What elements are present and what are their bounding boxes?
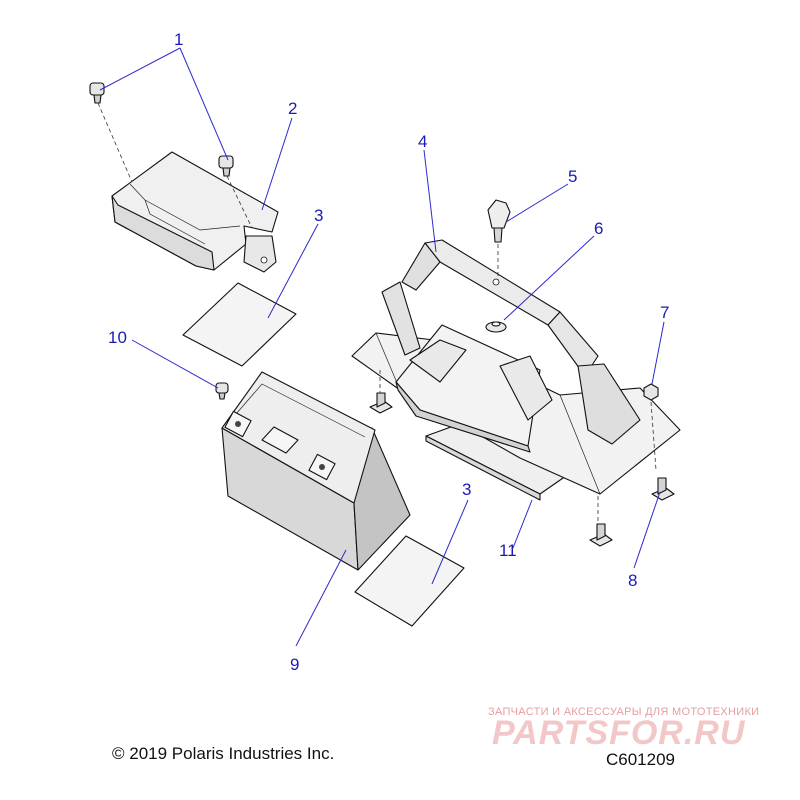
callout-11: 11 bbox=[499, 541, 517, 560]
diagram-code: C601209 bbox=[606, 750, 676, 769]
isolator-bottom bbox=[589, 523, 613, 547]
callout-3b: 3 bbox=[462, 480, 471, 499]
callout-6: 6 bbox=[594, 219, 603, 238]
isolator-left bbox=[369, 392, 393, 414]
bolt bbox=[487, 199, 511, 243]
battery-strap-bracket bbox=[381, 239, 641, 453]
callout-4: 4 bbox=[418, 132, 427, 151]
flange-nut bbox=[643, 383, 659, 401]
pad-upper bbox=[182, 282, 297, 367]
watermark-logo: PARTSFOR.RU bbox=[492, 714, 746, 752]
callout-9: 9 bbox=[290, 655, 299, 674]
callout-1: 1 bbox=[174, 30, 183, 49]
callout-10: 10 bbox=[108, 328, 127, 347]
battery-terminal-screw bbox=[215, 382, 229, 400]
screw-right bbox=[218, 155, 234, 177]
callout-3a: 3 bbox=[314, 206, 323, 225]
battery-cover bbox=[111, 151, 279, 273]
screw-left bbox=[89, 82, 105, 104]
callout-7: 7 bbox=[660, 303, 669, 322]
nut bbox=[485, 321, 507, 333]
callout-2: 2 bbox=[288, 99, 297, 118]
watermark-tagline: ЗАПЧАСТИ И АКСЕССУАРЫ ДЛЯ МОТОТЕХНИКИ bbox=[488, 706, 760, 718]
callout-5: 5 bbox=[568, 167, 577, 186]
battery bbox=[221, 371, 411, 571]
pad-lower bbox=[354, 535, 465, 627]
copyright-text: © 2019 Polaris Industries Inc. bbox=[112, 744, 335, 763]
leader-lines bbox=[99, 47, 665, 647]
isolator-right bbox=[651, 477, 675, 501]
callout-8: 8 bbox=[628, 571, 637, 590]
